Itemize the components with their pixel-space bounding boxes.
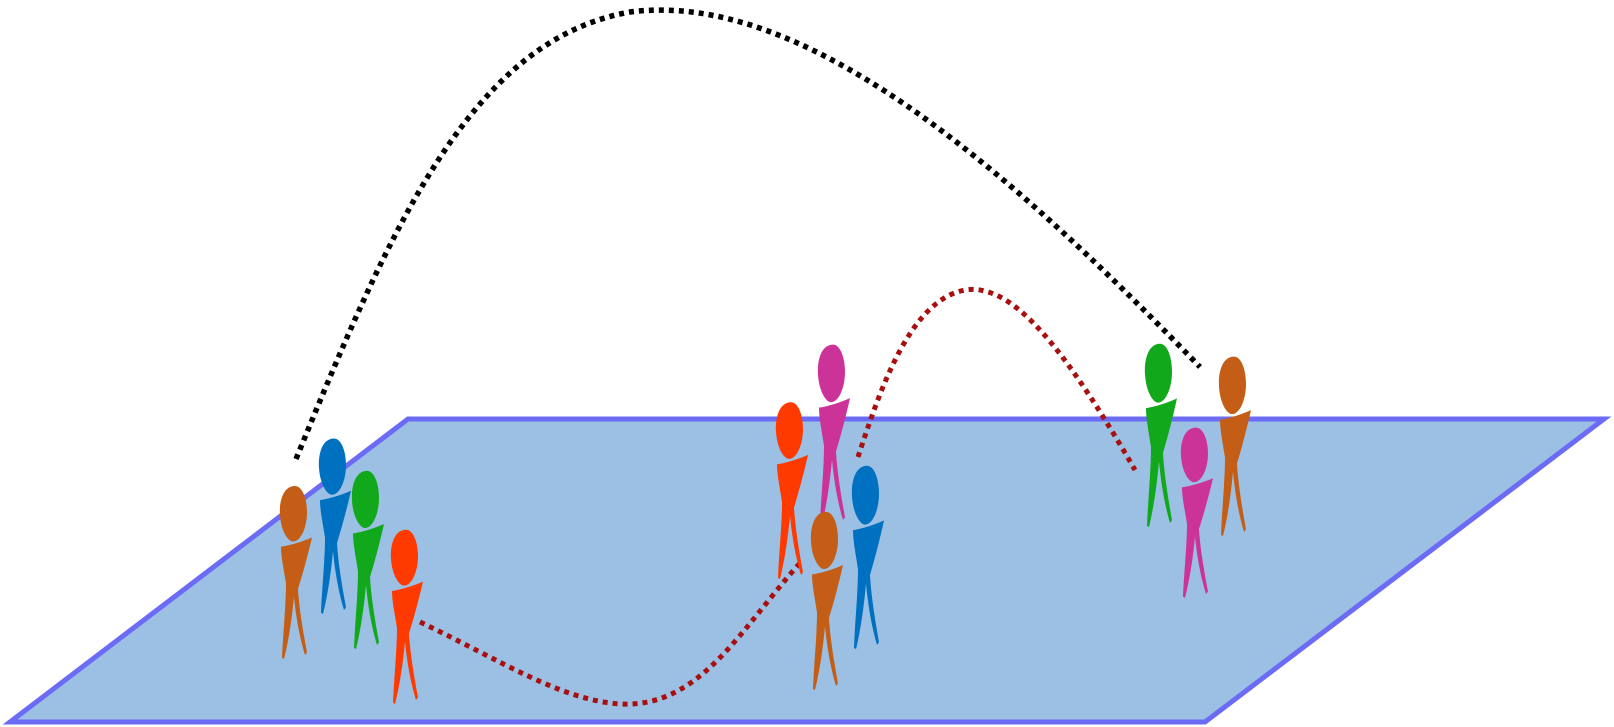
red-dotted-curve-left-middle [418, 561, 802, 707]
ground-plane [2, 416, 1612, 725]
red-dotted-arc-middle-right [855, 286, 1138, 472]
black-dotted-arc [293, 7, 1202, 461]
